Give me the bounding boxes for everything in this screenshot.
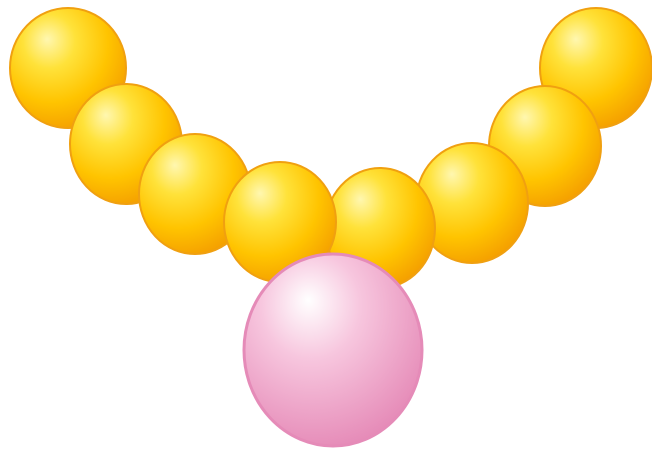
pink-pendant	[242, 252, 424, 448]
bead-strand	[9, 7, 652, 289]
